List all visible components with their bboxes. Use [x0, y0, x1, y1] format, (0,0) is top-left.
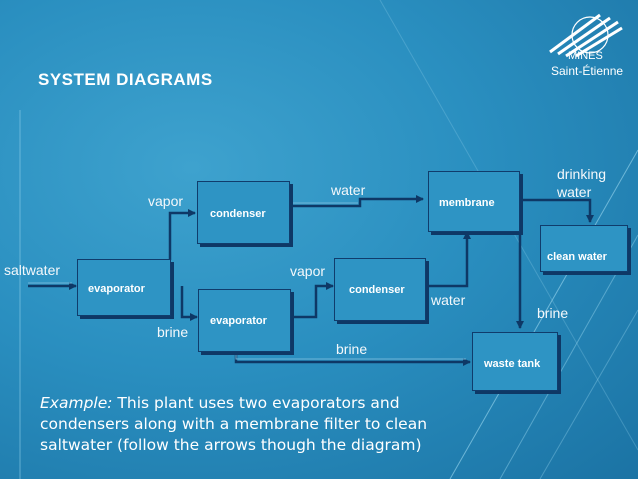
- mines-logo-icon: [549, 13, 623, 58]
- arrow-brine-1: [180, 286, 198, 321]
- arrow-water-1: [289, 195, 424, 208]
- label-saltwater: saltwater: [4, 262, 61, 278]
- arrow-vapor-2: [290, 282, 334, 319]
- label-brine-3: brine: [537, 305, 569, 321]
- clean-water-label: clean water: [547, 251, 607, 263]
- caption-text: This plant uses two evaporators and cond…: [40, 394, 428, 454]
- page-title: SYSTEM DIAGRAMS: [38, 70, 213, 89]
- label-vapor-2: vapor: [290, 263, 326, 279]
- logo-text-mines: MINES: [568, 50, 603, 62]
- waste-tank-label: waste tank: [484, 358, 541, 370]
- condenser-box-2: condenser: [334, 258, 426, 321]
- label-brine-2: brine: [336, 341, 368, 357]
- arrow-water-2: [426, 231, 471, 288]
- label-vapor-1: vapor: [148, 193, 184, 209]
- evaporator-box-1: evaporator: [77, 259, 171, 316]
- caption: Example: This plant uses two evaporators…: [40, 393, 440, 456]
- arrow-vapor-1: [168, 209, 196, 260]
- membrane-label: membrane: [439, 197, 495, 209]
- waste-tank-box: waste tank: [472, 332, 558, 391]
- evaporator-box-2: evaporator: [198, 289, 291, 352]
- logo-text-saint-etienne: Saint-Étienne: [551, 64, 624, 78]
- evaporator-label-1: evaporator: [88, 283, 145, 295]
- condenser-label-2: condenser: [349, 284, 405, 296]
- condenser-box-1: condenser: [197, 181, 290, 244]
- membrane-box: membrane: [428, 171, 520, 232]
- label-drinking-water: water: [557, 184, 592, 200]
- label-water-1: water: [331, 182, 366, 198]
- arrow-drinking-water: [520, 198, 594, 223]
- condenser-label-1: condenser: [210, 208, 266, 220]
- label-brine-1: brine: [157, 324, 189, 340]
- label-water-2: water: [431, 292, 466, 308]
- evaporator-label-2: evaporator: [210, 315, 267, 327]
- caption-emphasis: Example:: [40, 394, 113, 412]
- clean-water-box: clean water: [540, 225, 628, 272]
- label-drinking: drinking: [557, 166, 607, 182]
